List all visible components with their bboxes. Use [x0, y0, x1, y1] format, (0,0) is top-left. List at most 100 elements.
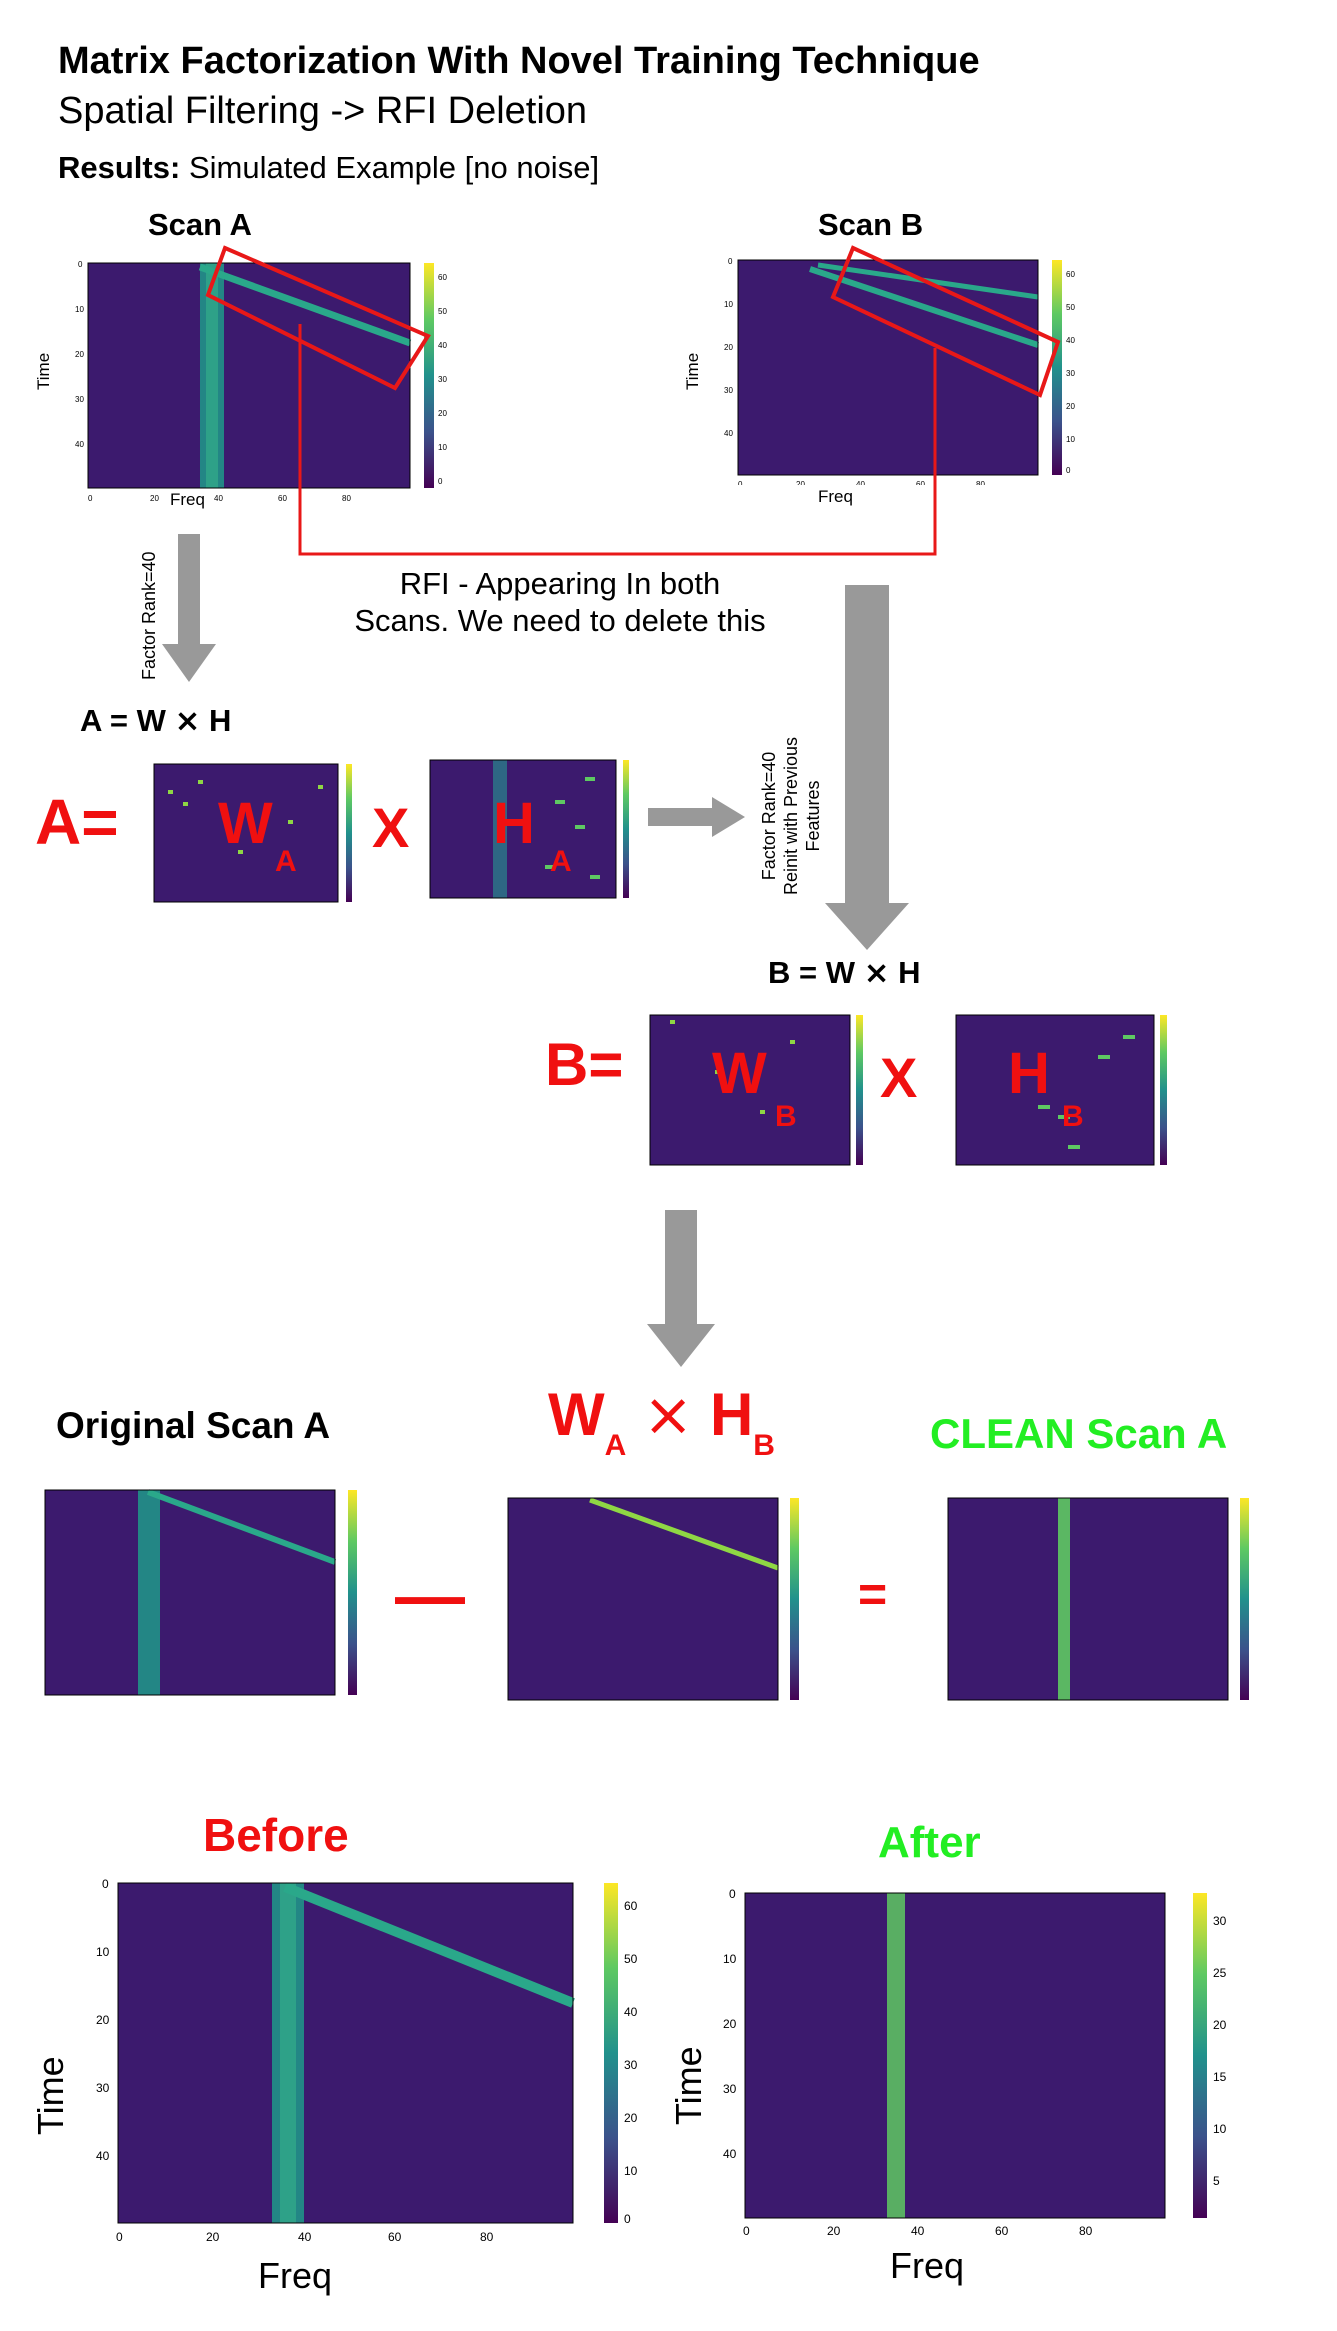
- factor-b-x: X: [880, 1046, 918, 1109]
- scan-a-xtick: 40: [214, 494, 223, 503]
- after-xtick: 60: [995, 2224, 1009, 2238]
- rfi-note: RFI - Appearing In both Scans. We need t…: [320, 565, 800, 639]
- before-label: Before: [203, 1809, 349, 1861]
- after-ytick: 30: [723, 2082, 737, 2096]
- after-heatmap: 0 10 20 30 40 0 20 40 60 80 30 25 20 15 …: [723, 1887, 1227, 2238]
- before-xtick: 80: [480, 2230, 494, 2244]
- scan-b-xtick: 80: [976, 480, 985, 485]
- after-cbar-tick: 25: [1213, 1966, 1227, 1980]
- scan-a-xtick: 0: [88, 494, 93, 503]
- scan-b-cbar-tick: 20: [1066, 402, 1075, 411]
- before-ytick: 20: [96, 2013, 110, 2027]
- original-scan-a-heatmap: [44, 1489, 357, 1696]
- factor-b-lhs: B=: [545, 1031, 624, 1098]
- factor-b-w-heatmap: [649, 1014, 863, 1166]
- after-xlabel: Freq: [890, 2245, 965, 2286]
- before-xtick: 20: [206, 2230, 220, 2244]
- product-x: ⨯: [642, 1381, 694, 1448]
- page-title: Matrix Factorization With Novel Training…: [58, 40, 980, 82]
- factor-b-rank-line3: Features: [803, 780, 823, 852]
- flow-overlay: [162, 245, 1061, 1367]
- factor-b-h: H: [1008, 1041, 1050, 1106]
- after-ylabel: Time: [668, 2046, 709, 2125]
- scan-b-xtick: 0: [738, 480, 743, 485]
- after-xtick: 20: [827, 2224, 841, 2238]
- product-h: H: [709, 1381, 754, 1448]
- scan-a-cbar-tick: 10: [438, 443, 447, 452]
- minus-sign: —: [395, 1556, 465, 1634]
- before-heatmap: 0 10 20 30 40 0 20 40 60 80 60 50 40 30 …: [96, 1877, 638, 2244]
- arrow-scan-b-down: [825, 585, 909, 950]
- factor-a-lhs: A=: [35, 786, 119, 858]
- before-cbar-tick: 40: [624, 2005, 638, 2019]
- scan-b-cbar-tick: 60: [1066, 270, 1075, 279]
- after-ytick: 0: [729, 1887, 736, 1901]
- after-cbar-tick: 15: [1213, 2070, 1227, 2084]
- before-xtick: 0: [116, 2230, 123, 2244]
- after-ytick: 40: [723, 2147, 737, 2161]
- before-ytick: 30: [96, 2081, 110, 2095]
- scan-a-xtick: 80: [342, 494, 351, 503]
- factor-a-h: H: [493, 791, 535, 856]
- before-ylabel: Time: [30, 2056, 71, 2135]
- rfi-box-a: [205, 245, 431, 391]
- scan-b-ytick: 40: [724, 429, 733, 438]
- after-cbar-tick: 5: [1213, 2174, 1220, 2188]
- after-xtick: 80: [1079, 2224, 1093, 2238]
- after-label: After: [878, 1818, 981, 1867]
- after-cbar-tick: 10: [1213, 2122, 1227, 2136]
- scan-a-ytick: 20: [75, 350, 84, 359]
- factor-a-w-heatmap: [153, 763, 352, 903]
- rfi-note-line2: Scans. We need to delete this: [354, 603, 766, 638]
- before-ytick: 40: [96, 2149, 110, 2163]
- after-xtick: 40: [911, 2224, 925, 2238]
- factor-a-h-heatmap: [429, 759, 629, 899]
- before-cbar-tick: 0: [624, 2212, 631, 2226]
- scan-b-cbar-tick: 50: [1066, 303, 1075, 312]
- scan-b-ytick: 10: [724, 300, 733, 309]
- scan-b-cbar-tick: 30: [1066, 369, 1075, 378]
- clean-scan-a-label: CLEAN Scan A: [930, 1410, 1228, 1457]
- product-w: W: [548, 1381, 605, 1448]
- scan-a-cbar-tick: 0: [438, 477, 443, 486]
- scan-a-ytick: 30: [75, 395, 84, 404]
- scan-a-ytick: 0: [78, 260, 83, 269]
- scan-a-cbar-tick: 60: [438, 273, 447, 282]
- scan-b-cbar-tick: 40: [1066, 336, 1075, 345]
- factor-b-w-sub: B: [775, 1100, 797, 1133]
- arrow-right-to-b: [648, 797, 745, 837]
- scan-a-cbar-tick: 20: [438, 409, 447, 418]
- factor-a-w: W: [218, 790, 273, 857]
- factor-a-x: X: [372, 796, 410, 859]
- factor-b-h-sub: B: [1062, 1100, 1084, 1133]
- before-xlabel: Freq: [258, 2255, 333, 2296]
- arrow-scan-a-down: [162, 534, 216, 682]
- scan-b-cbar-tick: 0: [1066, 466, 1071, 475]
- before-cbar-tick: 60: [624, 1899, 638, 1913]
- scan-a-cbar-tick: 30: [438, 375, 447, 384]
- factor-a-w-letter: W: [218, 791, 273, 856]
- before-ytick: 0: [102, 1877, 109, 1891]
- after-ytick: 10: [723, 1952, 737, 1966]
- product-w-sub: A: [604, 1429, 627, 1462]
- page-subtitle: Spatial Filtering -> RFI Deletion: [58, 90, 588, 132]
- scan-b-cbar-tick: 10: [1066, 435, 1075, 444]
- factor-a-w-sub: A: [275, 845, 297, 878]
- results-line: Results: Simulated Example [no noise]: [58, 150, 599, 186]
- scan-b-xtick: 40: [856, 480, 865, 485]
- factor-b-equation: B = W ⨯ H: [768, 955, 921, 990]
- before-cbar-tick: 10: [624, 2164, 638, 2178]
- product-heatmap: [507, 1497, 799, 1701]
- scan-b-ytick: 0: [728, 257, 733, 266]
- results-label: Results:: [58, 150, 181, 185]
- before-xtick: 60: [388, 2230, 402, 2244]
- arrow-b-down: [647, 1210, 715, 1367]
- after-ytick: 20: [723, 2017, 737, 2031]
- before-ytick: 10: [96, 1945, 110, 1959]
- factor-a-equation: A = W ⨯ H: [80, 703, 232, 738]
- scan-b-xtick: 60: [916, 480, 925, 485]
- factor-b-rank-line2: Reinit with Previous: [781, 736, 801, 895]
- scan-b-ytick: 20: [724, 343, 733, 352]
- scan-a-xlabel: Freq: [170, 490, 205, 509]
- product-label: WA ⨯ HB: [548, 1380, 775, 1462]
